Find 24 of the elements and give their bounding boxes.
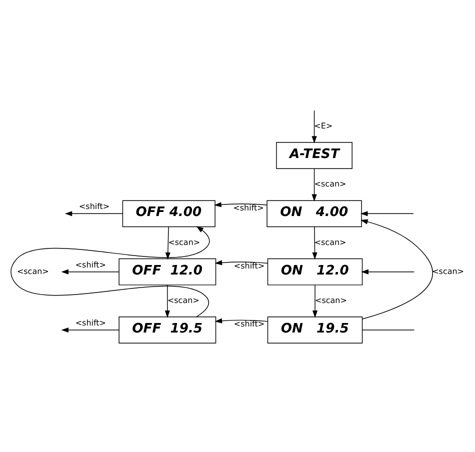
arrow: [214, 260, 268, 265]
arrow: [312, 168, 317, 201]
connector: [362, 329, 415, 330]
node-box: ON 19.5: [267, 316, 363, 343]
node-box: OFF 19.5: [118, 316, 216, 343]
arrow: [61, 268, 120, 274]
arrow: [361, 268, 415, 274]
arrow: [360, 218, 434, 319]
arrow: [165, 226, 170, 260]
node-box: ON 4.00: [266, 200, 362, 227]
arrow: [312, 110, 317, 143]
node-box: OFF 12.0: [118, 258, 216, 285]
node-box: OFF 4.00: [122, 200, 216, 227]
arrow: [64, 210, 123, 216]
arrow: [61, 326, 120, 332]
arrow: [164, 284, 170, 318]
arrow: [360, 210, 414, 216]
node-box: ON 12.0: [267, 258, 363, 285]
arrow: [312, 226, 318, 260]
arrow: [10, 226, 210, 317]
node-box: A-TEST: [276, 142, 352, 168]
arrow: [312, 284, 318, 318]
arrow: [214, 202, 268, 207]
arrow: [214, 318, 268, 323]
